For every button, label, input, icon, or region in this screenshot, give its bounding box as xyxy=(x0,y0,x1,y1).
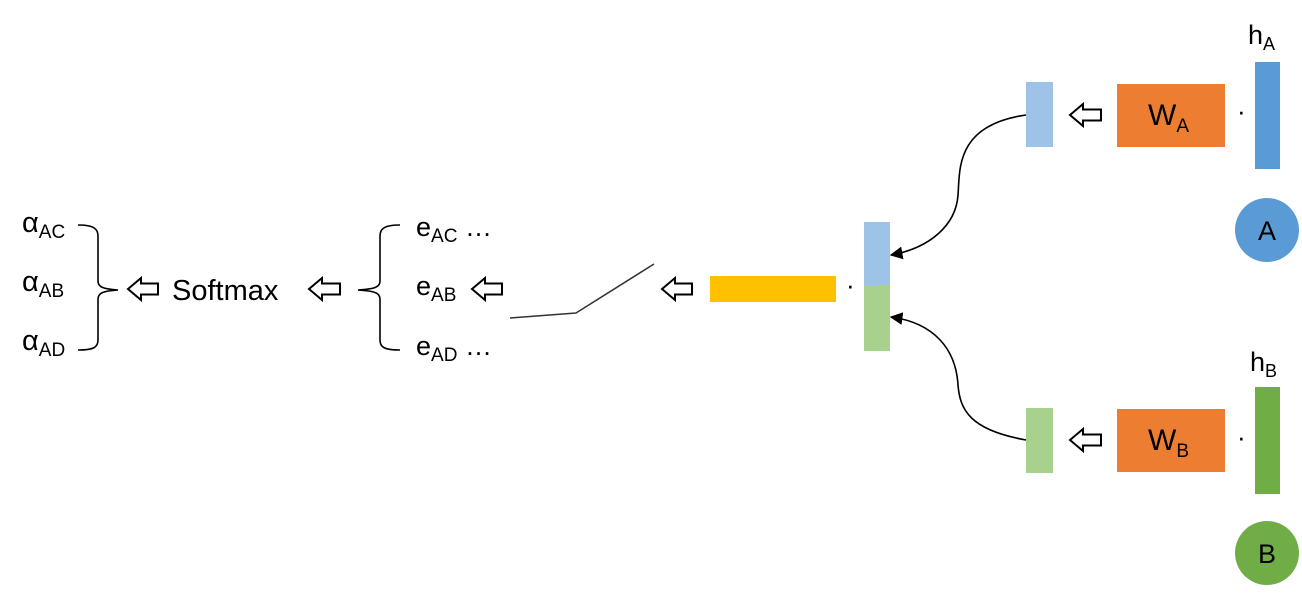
activation-line xyxy=(509,263,655,319)
h-a-vector xyxy=(1255,62,1280,169)
projected-b-vector xyxy=(1026,408,1053,473)
node-b-circle xyxy=(1235,521,1299,585)
alpha-ac: αAC xyxy=(22,207,65,243)
w-a-label: WA xyxy=(1148,99,1189,137)
h-a-label: hA xyxy=(1248,20,1275,54)
projected-a-vector xyxy=(1026,82,1053,147)
w-b-label: WB xyxy=(1148,424,1189,462)
arrow-attention-icon xyxy=(660,275,693,303)
arrow-from-softmax-icon xyxy=(126,275,159,303)
score-ac: eAC … xyxy=(416,212,492,247)
score-ad: eAD … xyxy=(416,331,492,366)
dot-b: · xyxy=(1237,422,1246,452)
dot-a: · xyxy=(1237,96,1246,126)
alpha-ad: αAD xyxy=(22,325,65,361)
concat-bottom-b xyxy=(864,285,890,351)
h-b-vector xyxy=(1255,387,1280,494)
curve-a-to-concat xyxy=(889,114,1027,260)
arrow-to-softmax-icon xyxy=(307,275,341,303)
alpha-ab: αAB xyxy=(22,266,64,302)
attention-weight-vector xyxy=(710,276,836,302)
node-a-circle xyxy=(1235,198,1299,262)
softmax-label: Softmax xyxy=(172,275,279,307)
alphas-brace-icon xyxy=(77,224,119,351)
h-b-label: hB xyxy=(1250,347,1277,381)
w-a-matrix xyxy=(1117,84,1225,147)
scores-brace-icon xyxy=(357,224,401,351)
curve-b-to-concat xyxy=(889,312,1027,441)
dot-attention: · xyxy=(846,270,855,300)
arrow-wb-to-proj-icon xyxy=(1068,426,1102,454)
node-b-label: B xyxy=(1258,539,1276,569)
score-ab: eAB xyxy=(416,271,456,306)
concat-top-a xyxy=(864,222,890,285)
w-b-matrix xyxy=(1117,409,1225,472)
arrow-wa-to-proj-icon xyxy=(1068,101,1102,129)
arrow-score-ab-icon xyxy=(470,275,503,303)
node-a-label: A xyxy=(1258,216,1276,246)
